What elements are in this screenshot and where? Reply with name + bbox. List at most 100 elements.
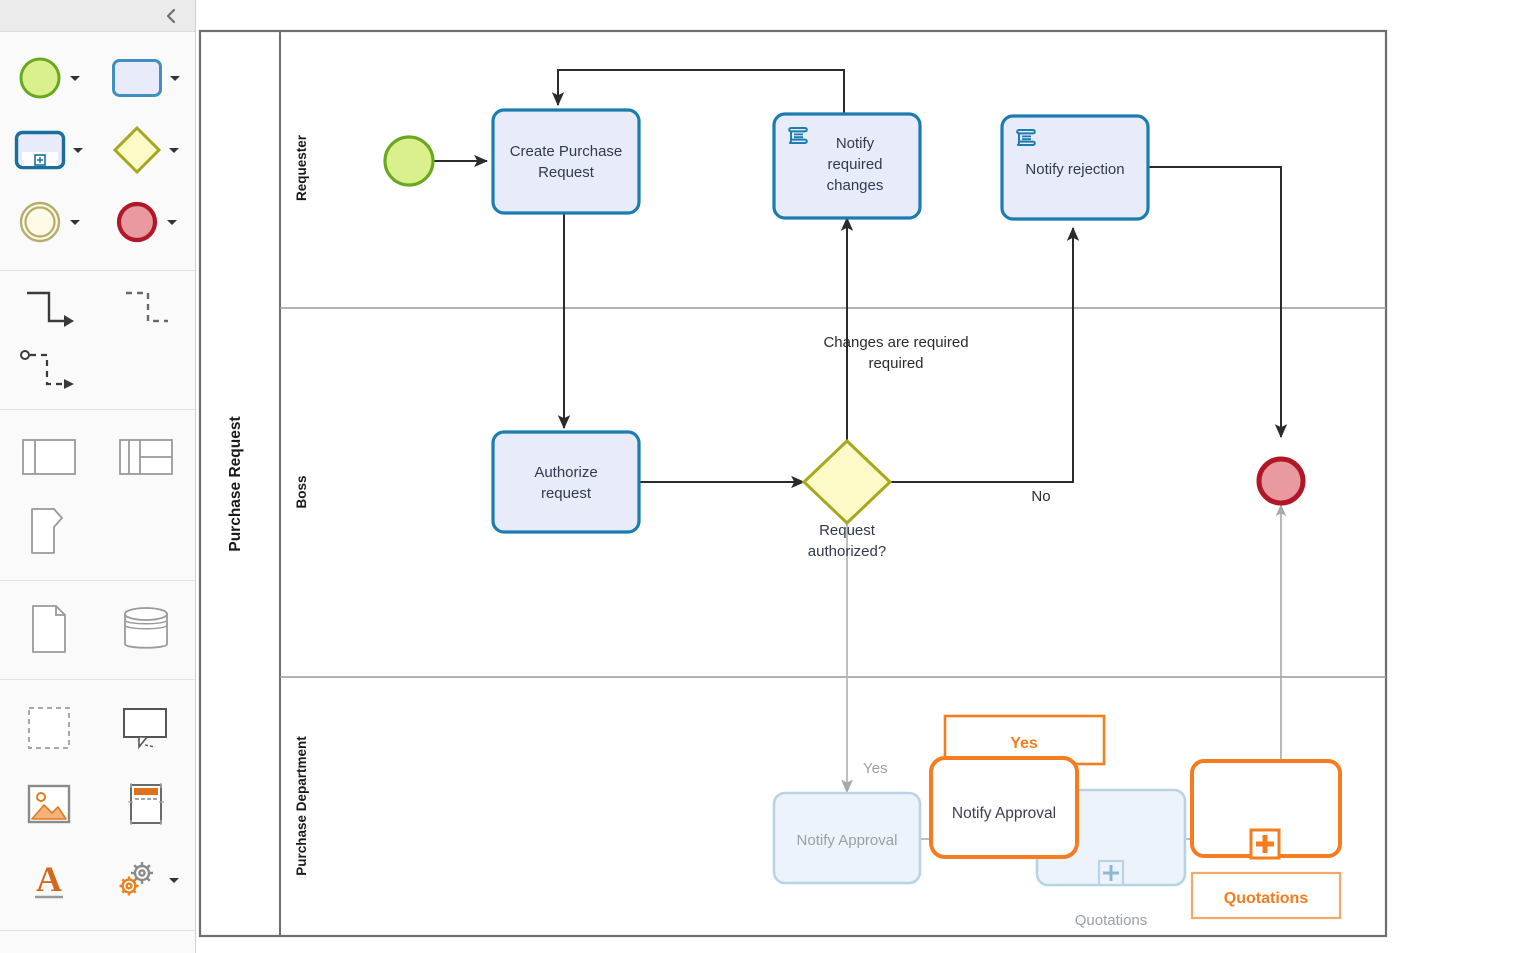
task-box[interactable] bbox=[772, 112, 922, 220]
container-icon[interactable] bbox=[123, 780, 169, 828]
gateway-label-line2: authorized? bbox=[808, 543, 886, 560]
association-dashed-icon[interactable] bbox=[116, 285, 176, 335]
flow-notify-rejection-to-end[interactable] bbox=[1146, 166, 1288, 439]
flow-label-yes-ghost: Yes bbox=[863, 760, 887, 777]
annotation-bracket-icon[interactable] bbox=[28, 507, 70, 555]
palette-row bbox=[0, 186, 195, 258]
node-start-event[interactable] bbox=[383, 135, 435, 187]
task-label-line3: changes bbox=[827, 177, 884, 194]
palette-row bbox=[0, 420, 195, 494]
subprocess-dropdown-caret[interactable] bbox=[72, 144, 84, 156]
options-dropdown-caret[interactable] bbox=[168, 874, 180, 886]
task-label-line1: Create Purchase bbox=[510, 143, 623, 160]
lane-label-boss: Boss bbox=[294, 475, 309, 508]
palette-cell-data-object bbox=[0, 591, 98, 667]
start-event-dropdown-caret[interactable] bbox=[69, 72, 81, 84]
sequence-flow-icon[interactable] bbox=[19, 285, 79, 335]
task-label-line1: Authorize bbox=[534, 464, 597, 481]
palette-cell-lanes bbox=[98, 420, 196, 494]
message-flow-icon[interactable] bbox=[17, 346, 81, 398]
task-shape[interactable] bbox=[111, 58, 163, 98]
group-dashed-icon[interactable] bbox=[26, 705, 72, 751]
script-task-icon bbox=[1016, 129, 1036, 146]
pool-icon[interactable] bbox=[21, 439, 76, 475]
task-label-line1: Notify bbox=[836, 135, 875, 152]
drag-preview-quotations-label[interactable]: Quotations bbox=[1190, 871, 1342, 920]
pool-label: Purchase Request bbox=[227, 416, 244, 551]
flow-gateway-no-to-notify-rejection[interactable] bbox=[890, 226, 1080, 483]
task-box-ghost[interactable] bbox=[772, 791, 922, 885]
svg-text:A: A bbox=[36, 859, 62, 899]
palette-group-events bbox=[0, 32, 195, 271]
palette-cell-start-event bbox=[0, 42, 98, 114]
end-event-circle[interactable] bbox=[1256, 456, 1306, 506]
shapes-sidebar: A bbox=[0, 0, 196, 953]
collapse-panel-icon[interactable] bbox=[161, 6, 181, 26]
bpmn-diagram: Purchase Request Requester Boss Purchase… bbox=[198, 29, 1388, 938]
palette-cell-data-store bbox=[98, 591, 196, 667]
drag-preview-box[interactable] bbox=[929, 756, 1079, 859]
task-label-ghost: Notify Approval bbox=[797, 832, 898, 849]
node-request-authorized-gateway[interactable]: Request authorized? bbox=[801, 438, 893, 560]
intermediate-event-shape[interactable] bbox=[17, 199, 63, 245]
node-create-purchase-request[interactable]: Create Purchase Request bbox=[491, 108, 641, 215]
task-dropdown-caret[interactable] bbox=[169, 72, 181, 84]
gateway-shape[interactable] bbox=[112, 125, 162, 175]
end-event-shape[interactable] bbox=[114, 199, 160, 245]
flow-notify-changes-to-create[interactable] bbox=[551, 69, 845, 115]
image-icon[interactable] bbox=[26, 781, 72, 827]
subprocess-shape[interactable] bbox=[14, 130, 66, 170]
node-notify-approval-ghost[interactable]: Notify Approval bbox=[772, 791, 922, 885]
data-object-icon[interactable] bbox=[28, 604, 70, 654]
subprocess-label-ghost: Quotations bbox=[1075, 912, 1148, 929]
palette-row bbox=[0, 42, 195, 114]
script-task-icon bbox=[788, 127, 808, 144]
gears-icon[interactable] bbox=[112, 857, 162, 903]
diagram-canvas[interactable]: Purchase Request Requester Boss Purchase… bbox=[196, 0, 1536, 953]
task-box[interactable] bbox=[491, 108, 641, 215]
lane-label-requester: Requester bbox=[294, 134, 309, 201]
task-box[interactable] bbox=[1000, 114, 1150, 221]
palette-group-data bbox=[0, 581, 195, 680]
task-box[interactable] bbox=[491, 430, 641, 534]
drag-preview-notify-approval[interactable]: Notify Approval bbox=[929, 756, 1079, 859]
task-label-line2: request bbox=[541, 485, 592, 502]
task-label: Notify rejection bbox=[1025, 161, 1124, 178]
subprocess-expand-marker[interactable] bbox=[1249, 828, 1281, 860]
node-notify-rejection[interactable]: Notify rejection bbox=[1000, 114, 1150, 221]
palette-cell-intermediate-event bbox=[0, 186, 98, 258]
palette-cell-options bbox=[98, 842, 196, 918]
palette-cell-group bbox=[0, 690, 98, 766]
start-event-circle[interactable] bbox=[383, 135, 435, 187]
subprocess-plus-icon bbox=[1256, 835, 1274, 853]
end-event-dropdown-caret[interactable] bbox=[166, 216, 178, 228]
gateway-diamond[interactable] bbox=[801, 438, 893, 526]
task-label-line2: required bbox=[827, 156, 882, 173]
node-end-event[interactable] bbox=[1256, 456, 1306, 506]
palette-cell-end-event bbox=[98, 186, 196, 258]
callout-icon[interactable] bbox=[121, 705, 171, 751]
node-notify-required-changes[interactable]: Notify required changes bbox=[772, 112, 922, 220]
drag-preview-label: Yes bbox=[1010, 735, 1038, 752]
palette-cell-pool bbox=[0, 420, 98, 494]
palette-cell-sequence-flow bbox=[0, 279, 98, 341]
intermediate-event-dropdown-caret[interactable] bbox=[69, 216, 81, 228]
subprocess-plus-ghost bbox=[1103, 865, 1119, 881]
sidebar-header bbox=[0, 0, 195, 32]
gateway-dropdown-caret[interactable] bbox=[168, 144, 180, 156]
palette-row bbox=[0, 591, 195, 667]
flow-label-changes-required-line2: required bbox=[868, 355, 923, 372]
palette-row bbox=[0, 766, 195, 842]
drag-preview-box[interactable] bbox=[1190, 871, 1342, 920]
palette-row bbox=[0, 690, 195, 766]
palette-cell-message-flow bbox=[0, 341, 98, 403]
text-icon[interactable]: A bbox=[26, 857, 72, 903]
node-authorize-request[interactable]: Authorize request bbox=[491, 430, 641, 534]
drag-preview-quotations[interactable] bbox=[1190, 759, 1342, 860]
start-event-shape[interactable] bbox=[17, 55, 63, 101]
palette-row bbox=[0, 114, 195, 186]
lane-grid-icon[interactable] bbox=[119, 439, 174, 475]
data-store-icon[interactable] bbox=[120, 604, 172, 654]
palette-cell-container bbox=[98, 766, 196, 842]
